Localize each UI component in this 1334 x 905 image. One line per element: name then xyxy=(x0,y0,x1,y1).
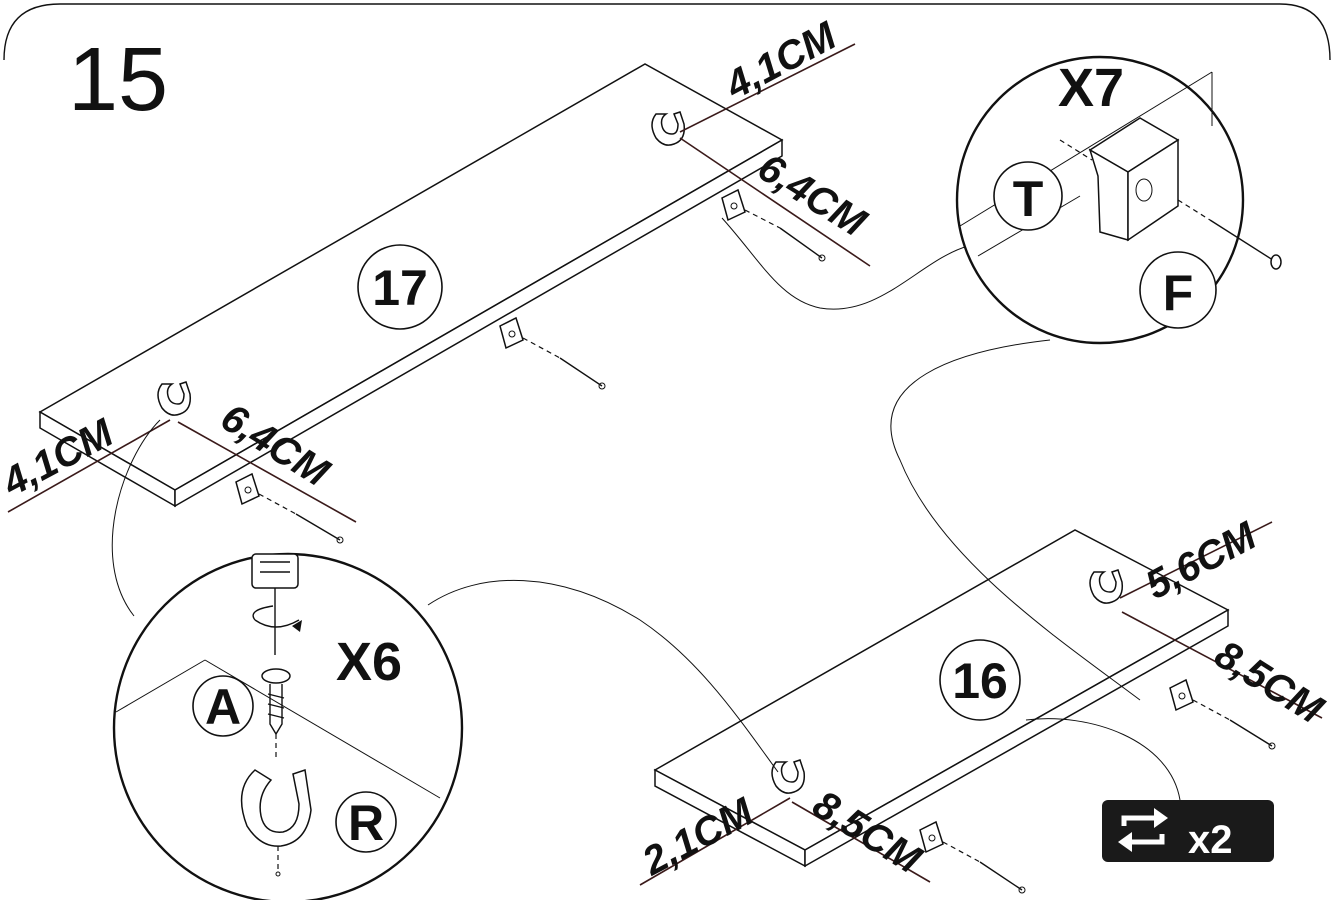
block-label-circle xyxy=(993,161,1063,231)
clip-icon xyxy=(771,759,806,794)
repeat-badge: x2 xyxy=(1102,800,1274,862)
block-icon xyxy=(499,316,606,390)
step-number: 15 xyxy=(68,30,168,130)
dim-17-right-edge: 4,1CM xyxy=(718,13,845,108)
clip-icon xyxy=(157,381,192,416)
clip-label-circle xyxy=(335,791,397,853)
panel-16-label: 16 xyxy=(952,653,1008,709)
detail-clip-circle xyxy=(112,552,464,904)
screw-label: A xyxy=(205,679,241,735)
panel-17-label: 17 xyxy=(372,260,428,316)
clip-icon xyxy=(1089,569,1124,604)
dim-16-right-edge: 5,6CM xyxy=(1139,513,1265,608)
nail-label-circle xyxy=(1139,251,1217,329)
clip-count: X6 xyxy=(336,632,402,692)
leader-line xyxy=(1025,718,1181,801)
block-icon xyxy=(235,472,344,544)
panel-16-label-circle xyxy=(939,639,1021,721)
clip-label: R xyxy=(348,795,384,851)
leader-line xyxy=(427,579,779,773)
block-icon xyxy=(1169,678,1276,750)
block-icon xyxy=(721,188,826,262)
clip-icon xyxy=(651,111,686,146)
block-icon xyxy=(919,820,1026,894)
leader-line xyxy=(890,339,1141,701)
repeat-count: x2 xyxy=(1188,818,1233,862)
leader-line xyxy=(721,217,969,310)
frame-border xyxy=(3,3,1331,61)
block-count: X7 xyxy=(1058,58,1124,118)
dim-17-right-depth: 6,4CM xyxy=(750,145,875,246)
repeat-arrows-icon xyxy=(1118,808,1168,852)
screw-label-circle xyxy=(192,675,254,737)
panel-17-label-circle xyxy=(357,244,443,330)
nail-label: F xyxy=(1163,265,1194,321)
leader-line xyxy=(111,419,161,617)
block-label: T xyxy=(1013,171,1044,227)
